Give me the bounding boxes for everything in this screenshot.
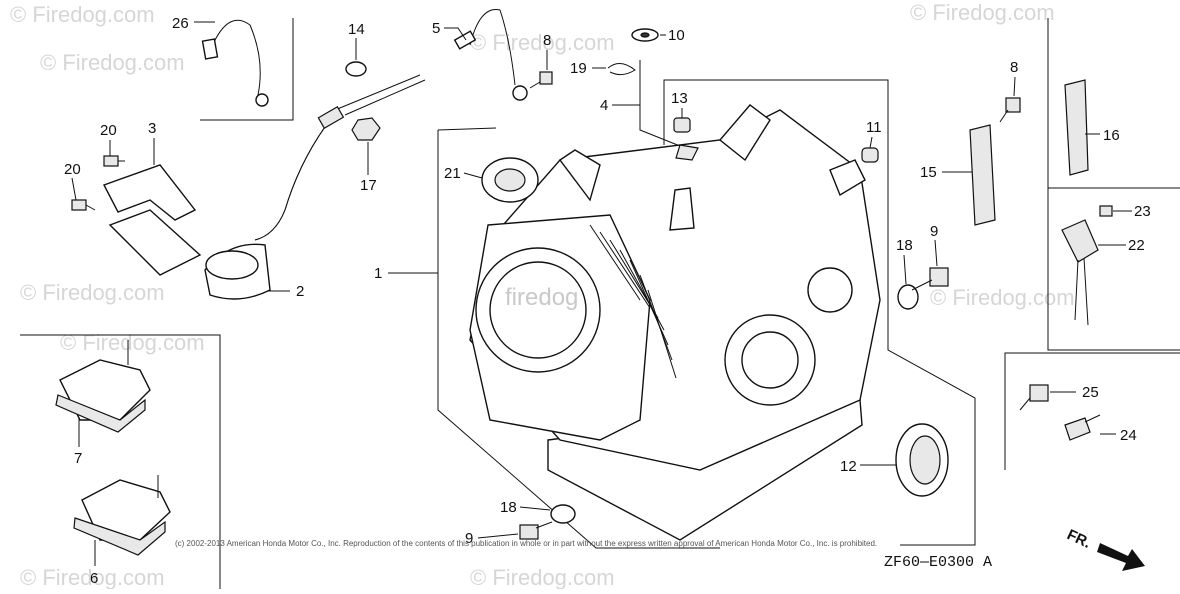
callout-15: 15 <box>920 164 937 181</box>
callout-18-bottom: 18 <box>500 499 517 516</box>
cooling-fins <box>589 224 677 379</box>
frame-crankcase-left <box>437 130 720 549</box>
callout-19: 19 <box>570 60 587 77</box>
part-4-rod <box>639 60 699 161</box>
drawing-code: ZF60—E0300 A <box>884 554 993 571</box>
callout-9-right: 9 <box>930 223 938 240</box>
watermark-text: © Firedog.com <box>20 280 165 305</box>
watermark-text: © Firedog.com <box>40 50 185 75</box>
part-3-bracket <box>103 164 202 276</box>
bolts-20 <box>71 155 125 211</box>
part-11-plug <box>861 147 879 163</box>
callout-4: 4 <box>600 97 608 114</box>
watermark-text: © Firedog.com <box>10 2 155 27</box>
part-9-bolts <box>519 267 949 540</box>
callout-1: 1 <box>374 265 382 282</box>
callout-5: 5 <box>432 20 440 37</box>
part-10-washer <box>631 28 659 42</box>
watermark-text: © Firedog.com <box>470 30 615 55</box>
part-8-bolt-right <box>999 97 1021 123</box>
front-arrow-icon <box>1097 543 1145 571</box>
part-2-ignition-coil <box>204 74 426 300</box>
callout-6: 6 <box>90 570 98 587</box>
watermark-text: © Firedog.com <box>470 565 615 589</box>
callout-13: 13 <box>671 90 688 107</box>
callout-3: 3 <box>148 120 156 137</box>
part-21-bearing <box>481 157 539 203</box>
group-frames <box>20 18 1180 589</box>
callout-8-right: 8 <box>1010 59 1018 76</box>
part-25-bolt <box>1019 384 1049 411</box>
cylinder-bore-inner <box>489 261 587 359</box>
front-direction-marker: FR. <box>1064 526 1145 571</box>
governor-arm-boss <box>718 104 771 162</box>
callout-24: 24 <box>1120 427 1137 444</box>
frame-22 <box>1047 187 1180 351</box>
watermark-text: © Firedog.com <box>20 565 165 589</box>
part-6-mount <box>73 475 171 556</box>
copyright-notice: (c) 2002-2013 American Honda Motor Co., … <box>175 539 878 548</box>
part-14-oring <box>345 61 367 77</box>
mount-lug-right <box>829 159 866 197</box>
watermark-text: © Firedog.com <box>60 330 205 355</box>
frame-24-25 <box>1004 352 1180 470</box>
mount-lug <box>558 149 601 202</box>
callout-22: 22 <box>1128 237 1145 254</box>
part-24-fitting <box>1064 414 1101 441</box>
watermark-text: © Firedog.com <box>930 285 1075 310</box>
callout-14: 14 <box>348 21 365 38</box>
frame-mounts <box>20 334 221 589</box>
crank-bearing-hole <box>741 331 799 389</box>
part-16-plate <box>1064 79 1089 176</box>
part-12-seal <box>895 423 949 497</box>
frame-crankcase-right <box>663 79 976 546</box>
callout-18-right: 18 <box>896 237 913 254</box>
part-18-washers <box>550 284 919 524</box>
frame-26 <box>200 18 294 121</box>
breather-tube <box>669 187 695 231</box>
part-5-wire <box>453 8 528 101</box>
callout-17: 17 <box>360 177 377 194</box>
part-13-cap <box>673 117 691 133</box>
callout-11: 11 <box>866 119 882 136</box>
callout-20-left: 20 <box>64 161 81 178</box>
callout-16: 16 <box>1103 127 1120 144</box>
front-label: FR. <box>1064 526 1093 552</box>
frame-crankcase-top <box>437 127 497 131</box>
part-8-bolt-top <box>529 71 553 89</box>
callout-25: 25 <box>1082 384 1099 401</box>
part-7-mount <box>55 340 151 433</box>
callouts: 26 14 5 8 10 19 4 13 11 20 3 20 21 17 15… <box>64 15 1151 587</box>
callout-9-bottom: 9 <box>465 530 473 547</box>
callout-12: 12 <box>840 458 857 475</box>
part-26-ground-wire <box>201 19 269 107</box>
part-19-clip <box>607 63 636 76</box>
callout-10: 10 <box>668 27 685 44</box>
part-15-plate <box>969 124 996 226</box>
callout-8-top: 8 <box>543 32 551 49</box>
watermark-text: © Firedog.com <box>910 0 1055 25</box>
callout-2: 2 <box>296 283 304 300</box>
callout-26: 26 <box>172 15 189 32</box>
watermark-layer: © Firedog.com © Firedog.com © Firedog.co… <box>10 0 1075 590</box>
callout-23: 23 <box>1134 203 1151 220</box>
brand-watermark: firedog <box>505 284 578 311</box>
crankcase-block <box>469 104 881 541</box>
part-23-screw <box>1099 205 1113 217</box>
callout-7: 7 <box>74 450 82 467</box>
callout-21: 21 <box>444 165 461 182</box>
callout-20-top: 20 <box>100 122 117 139</box>
cam-boss <box>807 267 853 313</box>
part-22-unit <box>1061 219 1099 326</box>
part-17-nut <box>351 117 381 141</box>
